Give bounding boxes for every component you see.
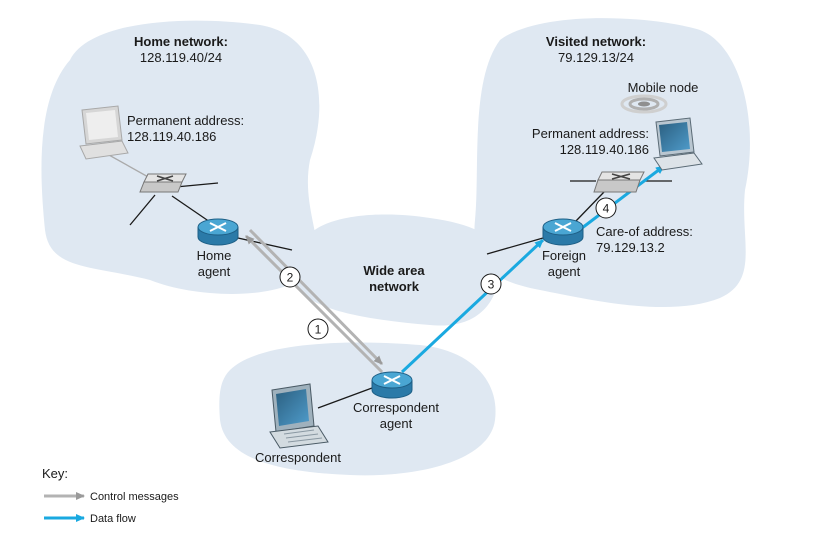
mobile-node-permanent-address: 128.119.40.186 bbox=[560, 142, 649, 157]
wireless-signal-icon bbox=[620, 94, 668, 114]
home-network-subnet: 128.119.40/24 bbox=[140, 50, 222, 65]
mobile-node-laptop-icon[interactable] bbox=[653, 117, 703, 171]
wide-area-label-line1: Wide area bbox=[363, 263, 425, 278]
wide-area-label-line2: network bbox=[369, 279, 420, 294]
mobile-node-label: Mobile node bbox=[628, 80, 699, 95]
foreign-agent-label-line2: agent bbox=[548, 264, 581, 279]
correspondent-agent-label-line1: Correspondent bbox=[353, 400, 439, 415]
correspondent-agent-label-line2: agent bbox=[380, 416, 413, 431]
svg-text:2: 2 bbox=[287, 271, 294, 285]
home-network-cloud bbox=[41, 20, 320, 294]
home-agent-label-line1: Home bbox=[197, 248, 232, 263]
step-2-marker: 2 bbox=[279, 266, 301, 288]
key-data-label: Data flow bbox=[90, 513, 136, 525]
visited-switch-icon[interactable] bbox=[593, 171, 645, 193]
visited-network-title: Visited network: bbox=[546, 34, 646, 49]
visited-network-subnet: 79.129.13/24 bbox=[558, 50, 634, 65]
home-agent-label-line2: agent bbox=[198, 264, 231, 279]
home-laptop-address: 128.119.40.186 bbox=[127, 129, 216, 144]
step-1-marker: 1 bbox=[307, 318, 329, 340]
key-control-label: Control messages bbox=[90, 491, 179, 503]
svg-text:4: 4 bbox=[603, 202, 610, 216]
svg-text:3: 3 bbox=[488, 278, 495, 292]
step-3-marker: 3 bbox=[480, 273, 502, 295]
care-of-address: 79.129.13.2 bbox=[596, 240, 665, 255]
home-laptop-address-label: Permanent address: bbox=[127, 113, 244, 128]
home-switch-icon[interactable] bbox=[139, 173, 187, 193]
home-agent-router-icon[interactable] bbox=[197, 218, 239, 246]
correspondent-label: Correspondent bbox=[255, 450, 341, 465]
foreign-agent-label-line1: Foreign bbox=[542, 248, 586, 263]
step-4-marker: 4 bbox=[595, 197, 617, 219]
care-of-address-label: Care-of address: bbox=[596, 224, 693, 239]
mobile-node-permanent-label: Permanent address: bbox=[532, 126, 649, 141]
home-network-title: Home network: bbox=[134, 34, 228, 49]
wide-area-cloud bbox=[294, 214, 501, 326]
home-laptop-icon[interactable] bbox=[79, 105, 129, 160]
svg-text:1: 1 bbox=[315, 323, 322, 337]
data-flow-arrows bbox=[400, 164, 665, 374]
correspondent-agent-router-icon[interactable] bbox=[371, 371, 413, 399]
control-message-arrows bbox=[244, 228, 384, 374]
key-title: Key: bbox=[42, 466, 68, 481]
foreign-agent-router-icon[interactable] bbox=[542, 218, 584, 246]
correspondent-computer-icon[interactable] bbox=[269, 383, 329, 449]
